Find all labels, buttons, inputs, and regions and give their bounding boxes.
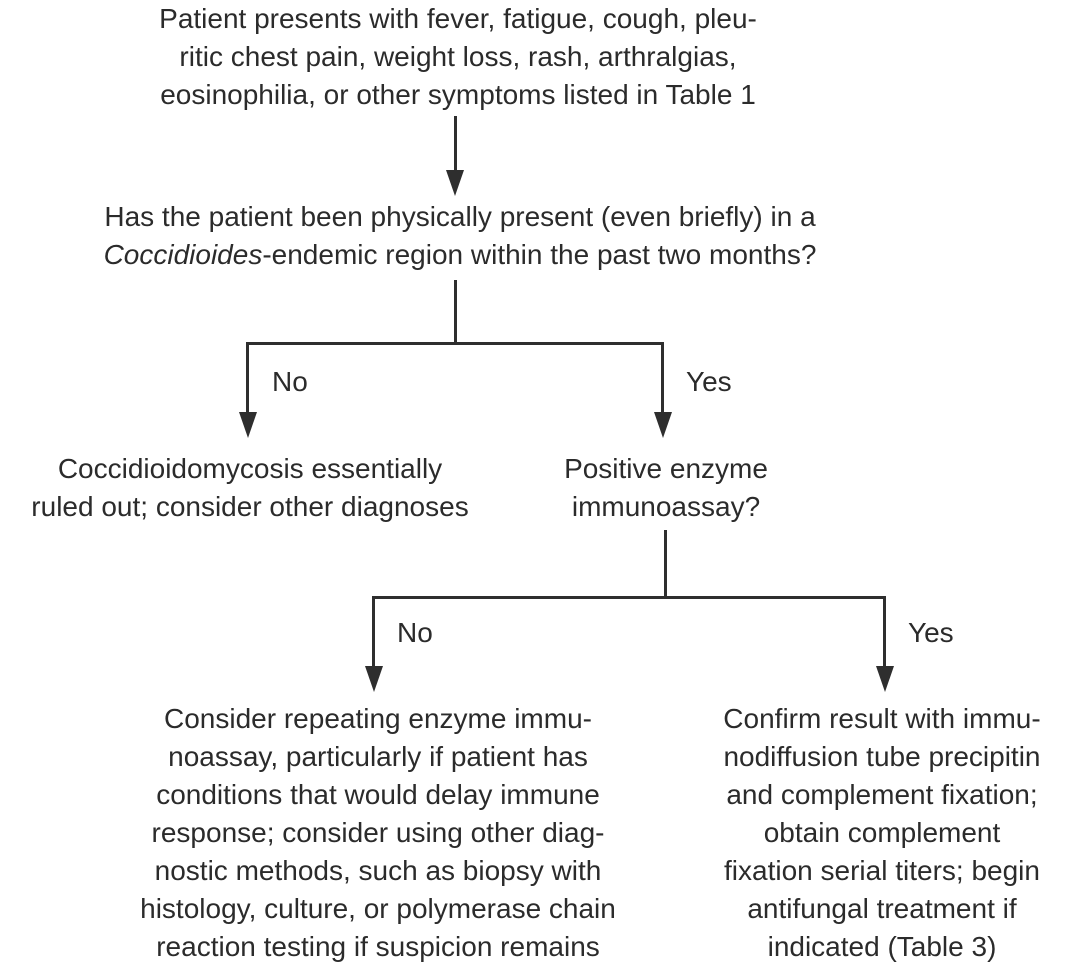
connector-line [246, 342, 664, 345]
node-endemic-question-line: Coccidioides-endemic region within the p… [60, 236, 860, 274]
node-confirm-treat-line: Confirm result with immu- [723, 703, 1041, 734]
connector-line [883, 596, 886, 668]
branch-label-no: No [397, 617, 433, 648]
node-repeat-eia-line: nostic methods, such as biopsy with [154, 855, 602, 886]
connector-line [246, 342, 249, 414]
connector-line [454, 280, 457, 344]
node-confirm-treat-line: antifungal treatment if [747, 893, 1017, 924]
node-ruled-out-line: Coccidioidomycosis essentially [57, 453, 443, 484]
node-endemic-question-line: Has the patient been physically present … [104, 201, 816, 232]
arrow-down-icon [446, 170, 464, 196]
connector-line [661, 342, 664, 414]
node-eia-question-line: immunoassay? [571, 491, 761, 522]
node-ruled-out: Coccidioidomycosis essentially ruled out… [0, 450, 500, 526]
node-eia-question: Positive enzyme immunoassay? [516, 450, 816, 526]
arrow-down-icon [654, 412, 672, 438]
node-repeat-eia-line: Consider repeating enzyme immu- [164, 703, 592, 734]
node-endemic-question: Has the patient been physically present … [60, 198, 860, 274]
node-confirm-treat-line: fixation serial titers; begin [724, 855, 1040, 886]
node-confirm-treat-line: and complement fixation; [726, 779, 1038, 810]
coccidioides-italic-text: Coccidioides [103, 239, 263, 270]
connector-line [372, 596, 886, 599]
node-patient-presents-line: Patient presents with fever, fatigue, co… [159, 3, 757, 34]
connector-line [664, 530, 667, 598]
node-patient-presents-line: ritic chest pain, weight loss, rash, art… [179, 41, 737, 72]
arrow-down-icon [876, 666, 894, 692]
node-eia-question-line: Positive enzyme [564, 453, 768, 484]
node-repeat-eia-line: noassay, particularly if patient has [168, 741, 588, 772]
arrow-down-icon [365, 666, 383, 692]
node-confirm-treat-line: indicated (Table 3) [767, 931, 997, 962]
branch-label-yes: Yes [686, 366, 732, 397]
node-confirm-treat-line: nodiffusion tube precipitin [723, 741, 1041, 772]
node-repeat-eia-line: conditions that would delay immune [156, 779, 600, 810]
branch-label-yes: Yes [908, 617, 954, 648]
node-confirm-treat: Confirm result with immu- nodiffusion tu… [696, 700, 1068, 966]
endemic-question-line2-rest: -endemic region within the past two mont… [262, 239, 817, 270]
connector-line [372, 596, 375, 668]
branch-label-no: No [272, 366, 308, 397]
arrow-down-icon [239, 412, 257, 438]
connector-line [454, 116, 457, 172]
node-confirm-treat-line: obtain complement [763, 817, 1001, 848]
node-patient-presents: Patient presents with fever, fatigue, co… [72, 0, 844, 114]
node-patient-presents-line: eosinophilia, or other symptoms listed i… [160, 79, 756, 110]
node-repeat-eia: Consider repeating enzyme immu- noassay,… [93, 700, 663, 966]
node-repeat-eia-line: reaction testing if suspicion remains [156, 931, 600, 962]
node-repeat-eia-line: histology, culture, or polymerase chain [140, 893, 616, 924]
node-ruled-out-line: ruled out; consider other diagnoses [31, 491, 469, 522]
node-repeat-eia-line: response; consider using other diag- [151, 817, 605, 848]
